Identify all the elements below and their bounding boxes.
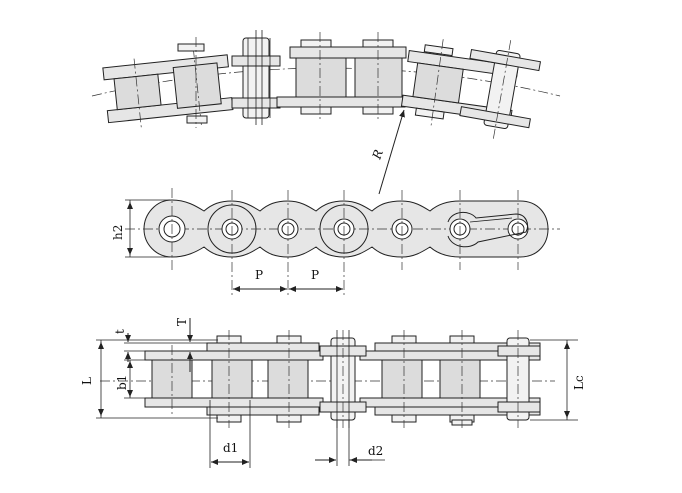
d1-label: d1 (223, 441, 238, 455)
radius-label: R (369, 148, 386, 162)
curved-end-pin-link (459, 40, 542, 139)
curved-link-1 (102, 47, 234, 129)
T-label: T (175, 318, 189, 326)
curved-chain-view: R (91, 30, 561, 195)
dimension-pitch: P P (233, 268, 343, 292)
L-label: L (80, 377, 94, 385)
b1-label: b1 (115, 375, 129, 390)
dimension-d2: d2 (315, 420, 385, 466)
radius-leader (378, 109, 405, 195)
curved-center-pin-link (231, 30, 281, 125)
d2-label: d2 (368, 444, 383, 458)
dimension-T: T (175, 318, 193, 372)
dimension-d1: d1 (209, 400, 251, 468)
curved-pin-heads-left (177, 37, 208, 128)
dimension-Lc: Lc (530, 339, 586, 421)
t-label: t (113, 329, 127, 334)
dimension-t: t (113, 329, 210, 362)
pitch-label-right: P (311, 268, 319, 282)
plan-vertical-centerlines (171, 330, 519, 428)
side-vertical-centerlines (171, 188, 519, 296)
dimension-b1: b1 (115, 359, 152, 399)
clip-line (469, 217, 513, 223)
curved-link-3 (400, 39, 519, 127)
plan-view-chain: L t b1 T (80, 318, 586, 468)
dimension-h2: h2 (111, 199, 170, 258)
dimension-L: L (80, 339, 218, 419)
offset-link-clip (447, 212, 529, 248)
h2-label: h2 (111, 225, 125, 240)
side-view-chain: h2 P P (111, 188, 560, 296)
plan-rollers (151, 359, 481, 399)
curved-link-2 (276, 32, 407, 120)
pitch-label-left: P (255, 268, 263, 282)
Lc-label: Lc (572, 375, 586, 390)
